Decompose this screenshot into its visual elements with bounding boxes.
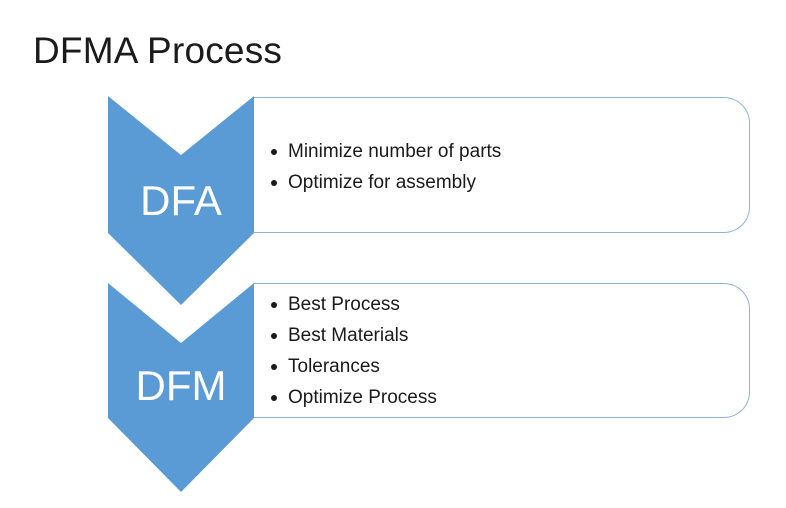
list-item: Tolerances <box>271 351 437 382</box>
dfm-chevron <box>108 283 254 492</box>
list-item: Best Process <box>271 289 437 320</box>
list-item: Optimize Process <box>271 382 437 413</box>
dfa-list: Minimize number of parts Optimize for as… <box>271 136 501 198</box>
list-item: Minimize number of parts <box>271 136 501 167</box>
dfa-box: Minimize number of parts Optimize for as… <box>254 97 750 233</box>
dfa-label: DFA <box>140 177 222 224</box>
dfa-chevron <box>108 96 254 305</box>
dfm-list: Best Process Best Materials Tolerances O… <box>271 289 437 413</box>
dfm-box: Best Process Best Materials Tolerances O… <box>254 283 750 418</box>
dfm-label: DFM <box>135 362 227 409</box>
list-item: Optimize for assembly <box>271 167 501 198</box>
page-title: DFMA Process <box>33 30 283 71</box>
list-item: Best Materials <box>271 320 437 351</box>
